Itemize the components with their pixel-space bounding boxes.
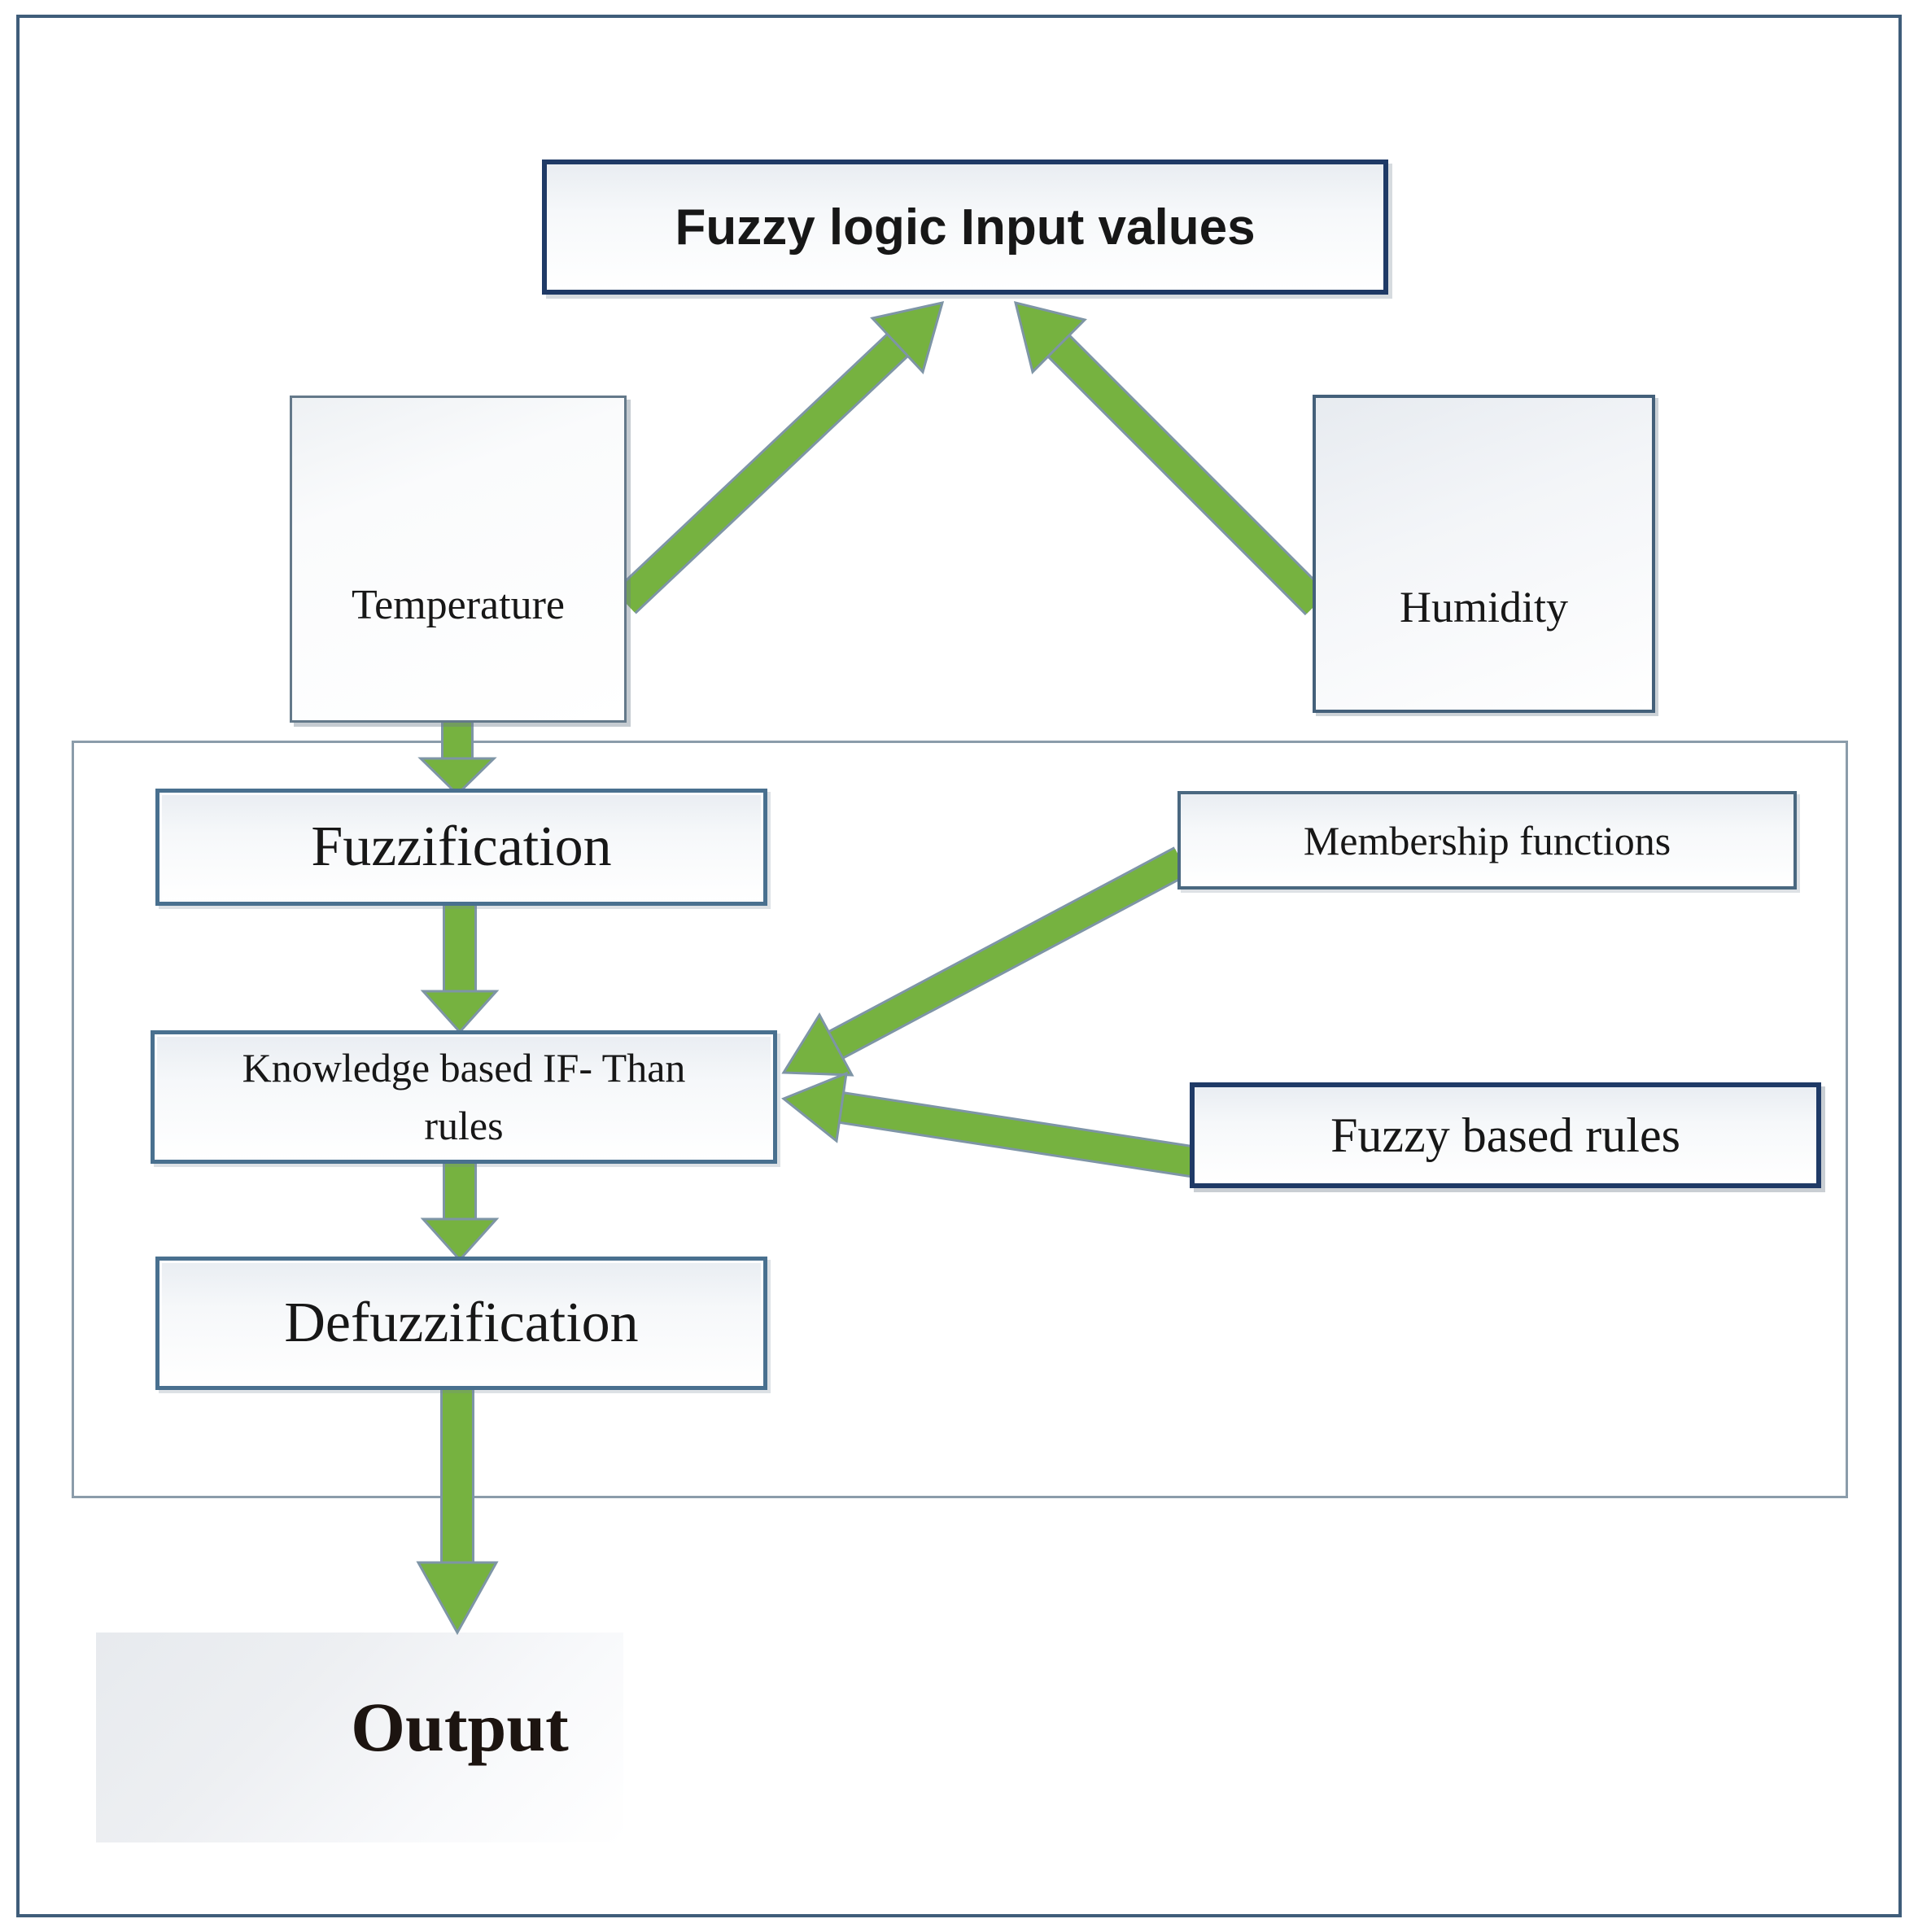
output-panel	[96, 1633, 623, 1842]
node-fuzzy-based-rules: Fuzzy based rules	[1190, 1082, 1821, 1188]
node-humidity: Humidity	[1313, 395, 1655, 713]
node-label-input: Fuzzy logic Input values	[675, 199, 1256, 256]
node-temperature: Temperature	[290, 396, 627, 723]
node-label-fuzzification: Fuzzification	[311, 815, 612, 878]
node-label-membership: Membership functions	[1303, 817, 1671, 863]
output-label: Output	[351, 1688, 569, 1766]
fuzzy-system-container	[72, 741, 1848, 1498]
node-label-temperature: Temperature	[352, 582, 565, 628]
node-fuzzy-logic-input-values: Fuzzy logic Input values	[542, 160, 1388, 295]
node-label-knowledge-line2: rules	[424, 1103, 504, 1148]
node-label-knowledge-line1: Knowledge based IF- Than	[242, 1045, 686, 1091]
page-border	[16, 15, 1902, 1917]
node-label-defuzzification: Defuzzification	[284, 1292, 639, 1354]
node-membership-functions: Membership functions	[1177, 791, 1797, 890]
node-fuzzification: Fuzzification	[155, 789, 767, 906]
node-defuzzification: Defuzzification	[155, 1257, 767, 1390]
node-label-fuzzy-rules: Fuzzy based rules	[1330, 1108, 1680, 1162]
node-label-humidity: Humidity	[1399, 583, 1568, 632]
node-knowledge-based-rules: Knowledge based IF- Than rules	[151, 1030, 777, 1164]
